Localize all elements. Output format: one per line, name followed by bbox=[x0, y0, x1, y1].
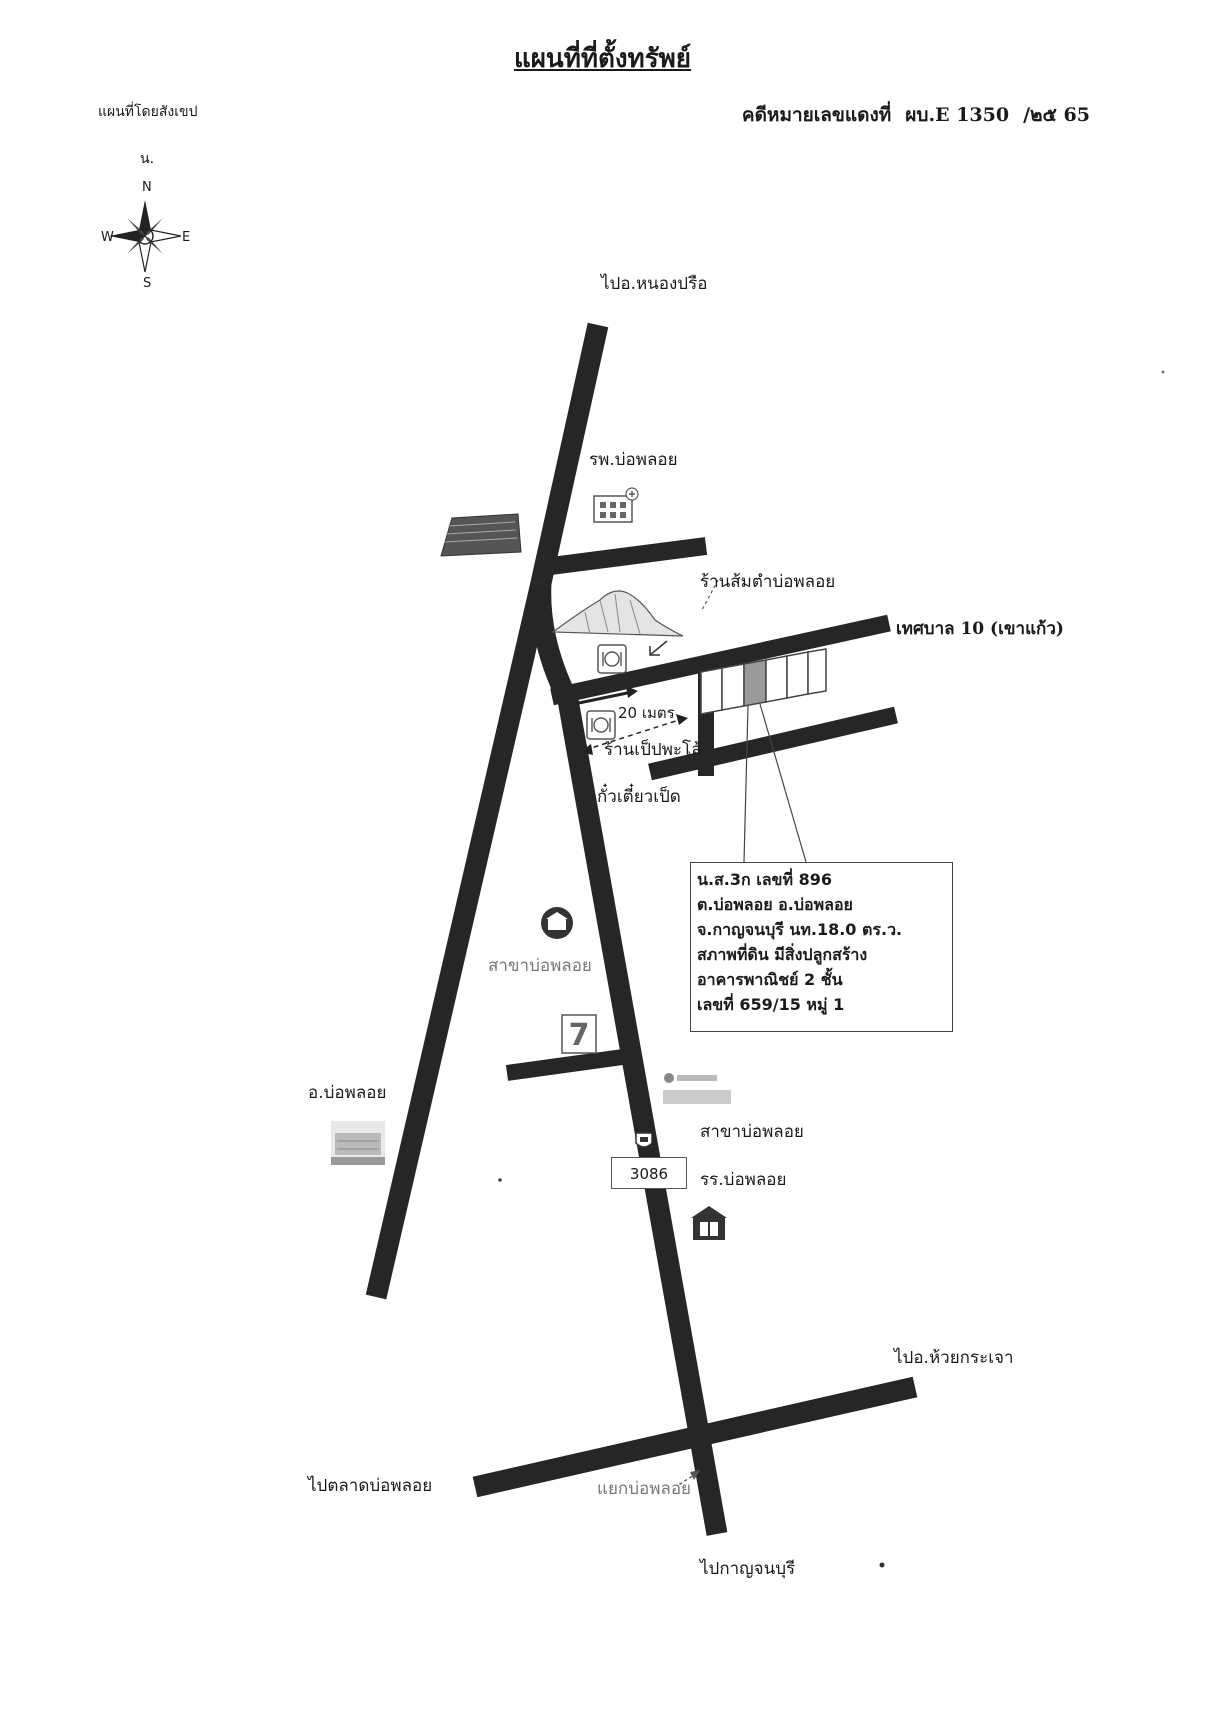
label-noodle-shop-2: กั๋วเตี๋ยวเป็ด bbox=[597, 787, 681, 807]
school-icon bbox=[691, 1206, 727, 1240]
property-line: น.ส.3ก เลขที่ 896 bbox=[697, 870, 832, 889]
compass-w: W bbox=[101, 230, 114, 245]
district-office-icon bbox=[331, 1121, 385, 1165]
svg-text:7: 7 bbox=[569, 1018, 590, 1053]
property-line: จ.กาญจนบุรี นท.18.0 ตร.ว. bbox=[697, 920, 903, 939]
building-sketch-icon bbox=[440, 513, 522, 557]
property-info-box: น.ส.3ก เลขที่ 896 ต.บ่อพลอย อ.บ่อพลอย จ.… bbox=[690, 862, 953, 1032]
label-district: อ.บ่อพลอย bbox=[308, 1083, 387, 1103]
shophouse-row bbox=[700, 648, 827, 715]
road-north bbox=[530, 322, 609, 586]
bank-icon bbox=[541, 907, 573, 939]
route-number-sign: 3086 bbox=[611, 1157, 687, 1189]
label-noodle-shop-1: ร้านเป็ปพะโล้ bbox=[604, 740, 702, 760]
property-line: ต.บ่อพลอย อ.บ่อพลอย bbox=[697, 895, 853, 914]
label-hospital: รพ.บ่อพลอย bbox=[589, 450, 678, 470]
label-tessaban: เทศบาล 10 (เขาแก้ว) bbox=[896, 619, 1064, 639]
property-line: เลขที่ 659/15 หมู่ 1 bbox=[697, 995, 845, 1014]
case-id: ผบ.E 1350 bbox=[905, 104, 1010, 126]
road-tessaban bbox=[550, 614, 891, 706]
case-label: คดีหมายเลขแดงที่ bbox=[741, 104, 892, 126]
hospital-icon bbox=[593, 487, 639, 523]
road-cross bbox=[472, 1376, 918, 1498]
label-to-kanchanaburi: ไปกาญจนบุรี bbox=[700, 1559, 796, 1579]
label-branch-1: สาขาบ่อพลอย bbox=[488, 956, 592, 976]
target-plot bbox=[743, 659, 767, 707]
highway-shield-icon bbox=[635, 1132, 653, 1148]
compass-s: S bbox=[143, 276, 152, 291]
label-to-nong-prue: ไปอ.หนองปรือ bbox=[601, 274, 708, 294]
compass-e: E bbox=[182, 230, 191, 245]
compass-north-thai: น. bbox=[140, 151, 155, 167]
bank-logo-icon bbox=[663, 1073, 731, 1104]
label-to-market: ไปตลาดบ่อพลอย bbox=[308, 1476, 433, 1496]
map-subtitle: แผนที่โดยสังเขป bbox=[98, 104, 198, 120]
mountain-icon bbox=[551, 590, 684, 637]
road-west-diagonal bbox=[365, 580, 552, 1300]
road-hospital-branch bbox=[549, 537, 708, 575]
pointer-arrow-somtam bbox=[649, 640, 668, 656]
restaurant-icon bbox=[586, 710, 616, 740]
property-line: อาคารพาณิชย์ 2 ชั้น bbox=[697, 970, 843, 989]
label-branch-2: สาขาบ่อพลอย bbox=[700, 1122, 804, 1142]
label-to-huai-krachao: ไปอ.ห้วยกระเจา bbox=[894, 1348, 1014, 1368]
restaurant-icon bbox=[597, 644, 627, 674]
compass-n: N bbox=[142, 180, 152, 195]
case-year: /๒๕ 65 bbox=[1023, 104, 1090, 126]
label-school: รร.บ่อพลอย bbox=[700, 1170, 787, 1190]
seven-eleven-icon: 7 bbox=[561, 1014, 597, 1054]
road-network bbox=[365, 322, 918, 1536]
road-seven-eleven bbox=[505, 1048, 632, 1081]
label-distance: 20 เมตร bbox=[618, 704, 675, 722]
road-lower-branch bbox=[648, 706, 898, 781]
distance-arrows bbox=[573, 686, 688, 755]
case-number: คดีหมายเลขแดงที่ ผบ.E 1350/๒๕ 65 bbox=[728, 100, 1090, 130]
page-title: แผนที่ที่ตั้งทรัพย์ bbox=[513, 44, 692, 74]
label-junction: แยกบ่อพลอย bbox=[597, 1479, 692, 1499]
compass-rose-icon bbox=[109, 200, 182, 273]
label-somtam-shop: ร้านส้มตำบ่อพลอย bbox=[700, 572, 836, 592]
property-line: สภาพที่ดิน มีสิ่งปลูกสร้าง bbox=[697, 945, 868, 964]
